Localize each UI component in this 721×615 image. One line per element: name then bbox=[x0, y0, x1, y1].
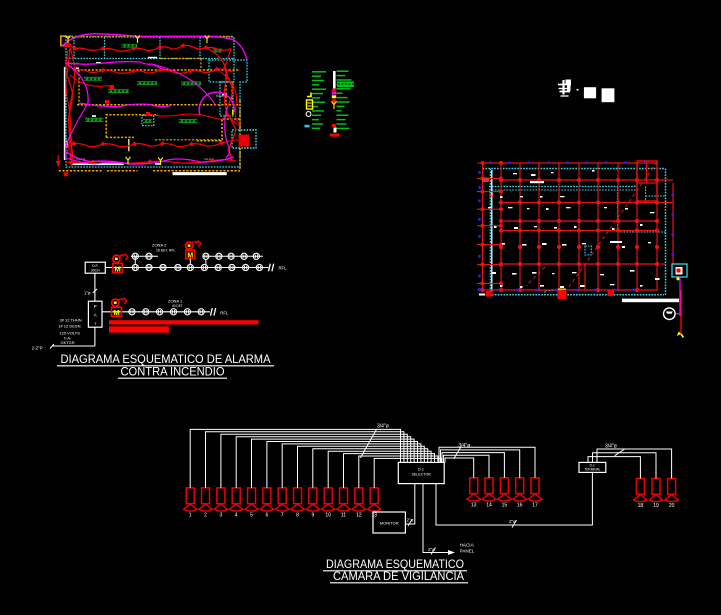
svg-text:9: 9 bbox=[311, 513, 314, 519]
svg-text:4: 4 bbox=[235, 513, 238, 519]
svg-text:3: 3 bbox=[219, 513, 222, 519]
svg-text:1: 1 bbox=[189, 513, 192, 519]
svg-text:2: 2 bbox=[204, 513, 207, 519]
svg-text:2"ø: 2"ø bbox=[428, 547, 435, 552]
svg-text:20: 20 bbox=[669, 503, 675, 509]
svg-text:30CH: 30CH bbox=[91, 268, 100, 272]
svg-text:13: 13 bbox=[371, 513, 377, 519]
svg-text:3# 12 THHN: 3# 12 THHN bbox=[59, 318, 81, 323]
svg-text:ZONA 2: ZONA 2 bbox=[152, 243, 167, 248]
svg-text:PANEL: PANEL bbox=[460, 548, 475, 553]
svg-text:SELECTOR: SELECTOR bbox=[412, 473, 432, 477]
svg-text:3/4"ø: 3/4"ø bbox=[458, 443, 470, 449]
svg-text:1# 12 DESN.: 1# 12 DESN. bbox=[58, 324, 81, 329]
svg-text:7: 7 bbox=[281, 513, 284, 519]
svg-text:M: M bbox=[113, 308, 119, 317]
svg-text:P: P bbox=[94, 304, 97, 309]
svg-text:A: A bbox=[94, 313, 98, 318]
svg-text:DIAGRAMA ESQUEMATICO: DIAGRAMA ESQUEMATICO bbox=[326, 557, 464, 571]
svg-text:RFL: RFL bbox=[220, 310, 229, 315]
svg-text:GKTGR: GKTGR bbox=[60, 340, 74, 345]
svg-text:15: 15 bbox=[502, 503, 508, 509]
svg-text:2"ø: 2"ø bbox=[509, 519, 516, 524]
svg-text:3/4"ø: 3/4"ø bbox=[605, 444, 617, 450]
svg-text:6: 6 bbox=[265, 513, 268, 519]
svg-text:MONITOR: MONITOR bbox=[380, 521, 399, 526]
svg-text:M: M bbox=[187, 253, 193, 260]
svg-text:ZONA 1: ZONA 1 bbox=[168, 299, 183, 304]
svg-text:HACIA: HACIA bbox=[460, 542, 475, 547]
svg-text:SALIDA: SALIDA bbox=[204, 157, 213, 161]
svg-text:8: 8 bbox=[296, 513, 299, 519]
svg-text:TERMINAL: TERMINAL bbox=[584, 468, 600, 472]
svg-text:RFL: RFL bbox=[279, 266, 288, 271]
svg-text:13: 13 bbox=[471, 503, 477, 509]
svg-text:M: M bbox=[114, 264, 120, 273]
svg-text:2-2"P: 2-2"P bbox=[32, 346, 43, 351]
svg-text:120 VOLTS: 120 VOLTS bbox=[59, 331, 80, 336]
svg-text:12: 12 bbox=[356, 513, 362, 519]
svg-text:1"ø: 1"ø bbox=[84, 291, 91, 296]
svg-text:10: 10 bbox=[325, 513, 331, 519]
svg-text:D.P.: D.P. bbox=[92, 264, 98, 268]
svg-text:16: 16 bbox=[517, 503, 523, 509]
svg-text:17: 17 bbox=[532, 503, 538, 509]
svg-text:F.A.: F.A. bbox=[64, 335, 71, 340]
svg-text:40 DET.: 40 DET. bbox=[172, 304, 183, 308]
svg-text:N: N bbox=[489, 193, 494, 200]
svg-text:3/4"ø: 3/4"ø bbox=[377, 423, 389, 429]
svg-text:BODEGA: BODEGA bbox=[216, 95, 227, 98]
svg-text:D.J.: D.J. bbox=[590, 464, 596, 468]
svg-text:2"ø: 2"ø bbox=[407, 518, 414, 523]
svg-text:11: 11 bbox=[341, 513, 346, 519]
svg-text:D.J.: D.J. bbox=[418, 468, 424, 472]
svg-text:18: 18 bbox=[638, 503, 644, 509]
svg-text:19: 19 bbox=[653, 503, 659, 509]
svg-text:CAMARA DE VIGILANCIA: CAMARA DE VIGILANCIA bbox=[333, 569, 464, 583]
svg-text:5: 5 bbox=[250, 513, 253, 519]
svg-text:18 DET. RFL: 18 DET. RFL bbox=[156, 249, 176, 253]
svg-text:DIAGRAMA ESQUEMATICO DE ALARMA: DIAGRAMA ESQUEMATICO DE ALARMA bbox=[61, 352, 271, 366]
svg-text:14: 14 bbox=[486, 503, 492, 509]
svg-text:CONTRA INCENDIO: CONTRA INCENDIO bbox=[121, 365, 225, 379]
svg-text:I: I bbox=[95, 321, 96, 326]
